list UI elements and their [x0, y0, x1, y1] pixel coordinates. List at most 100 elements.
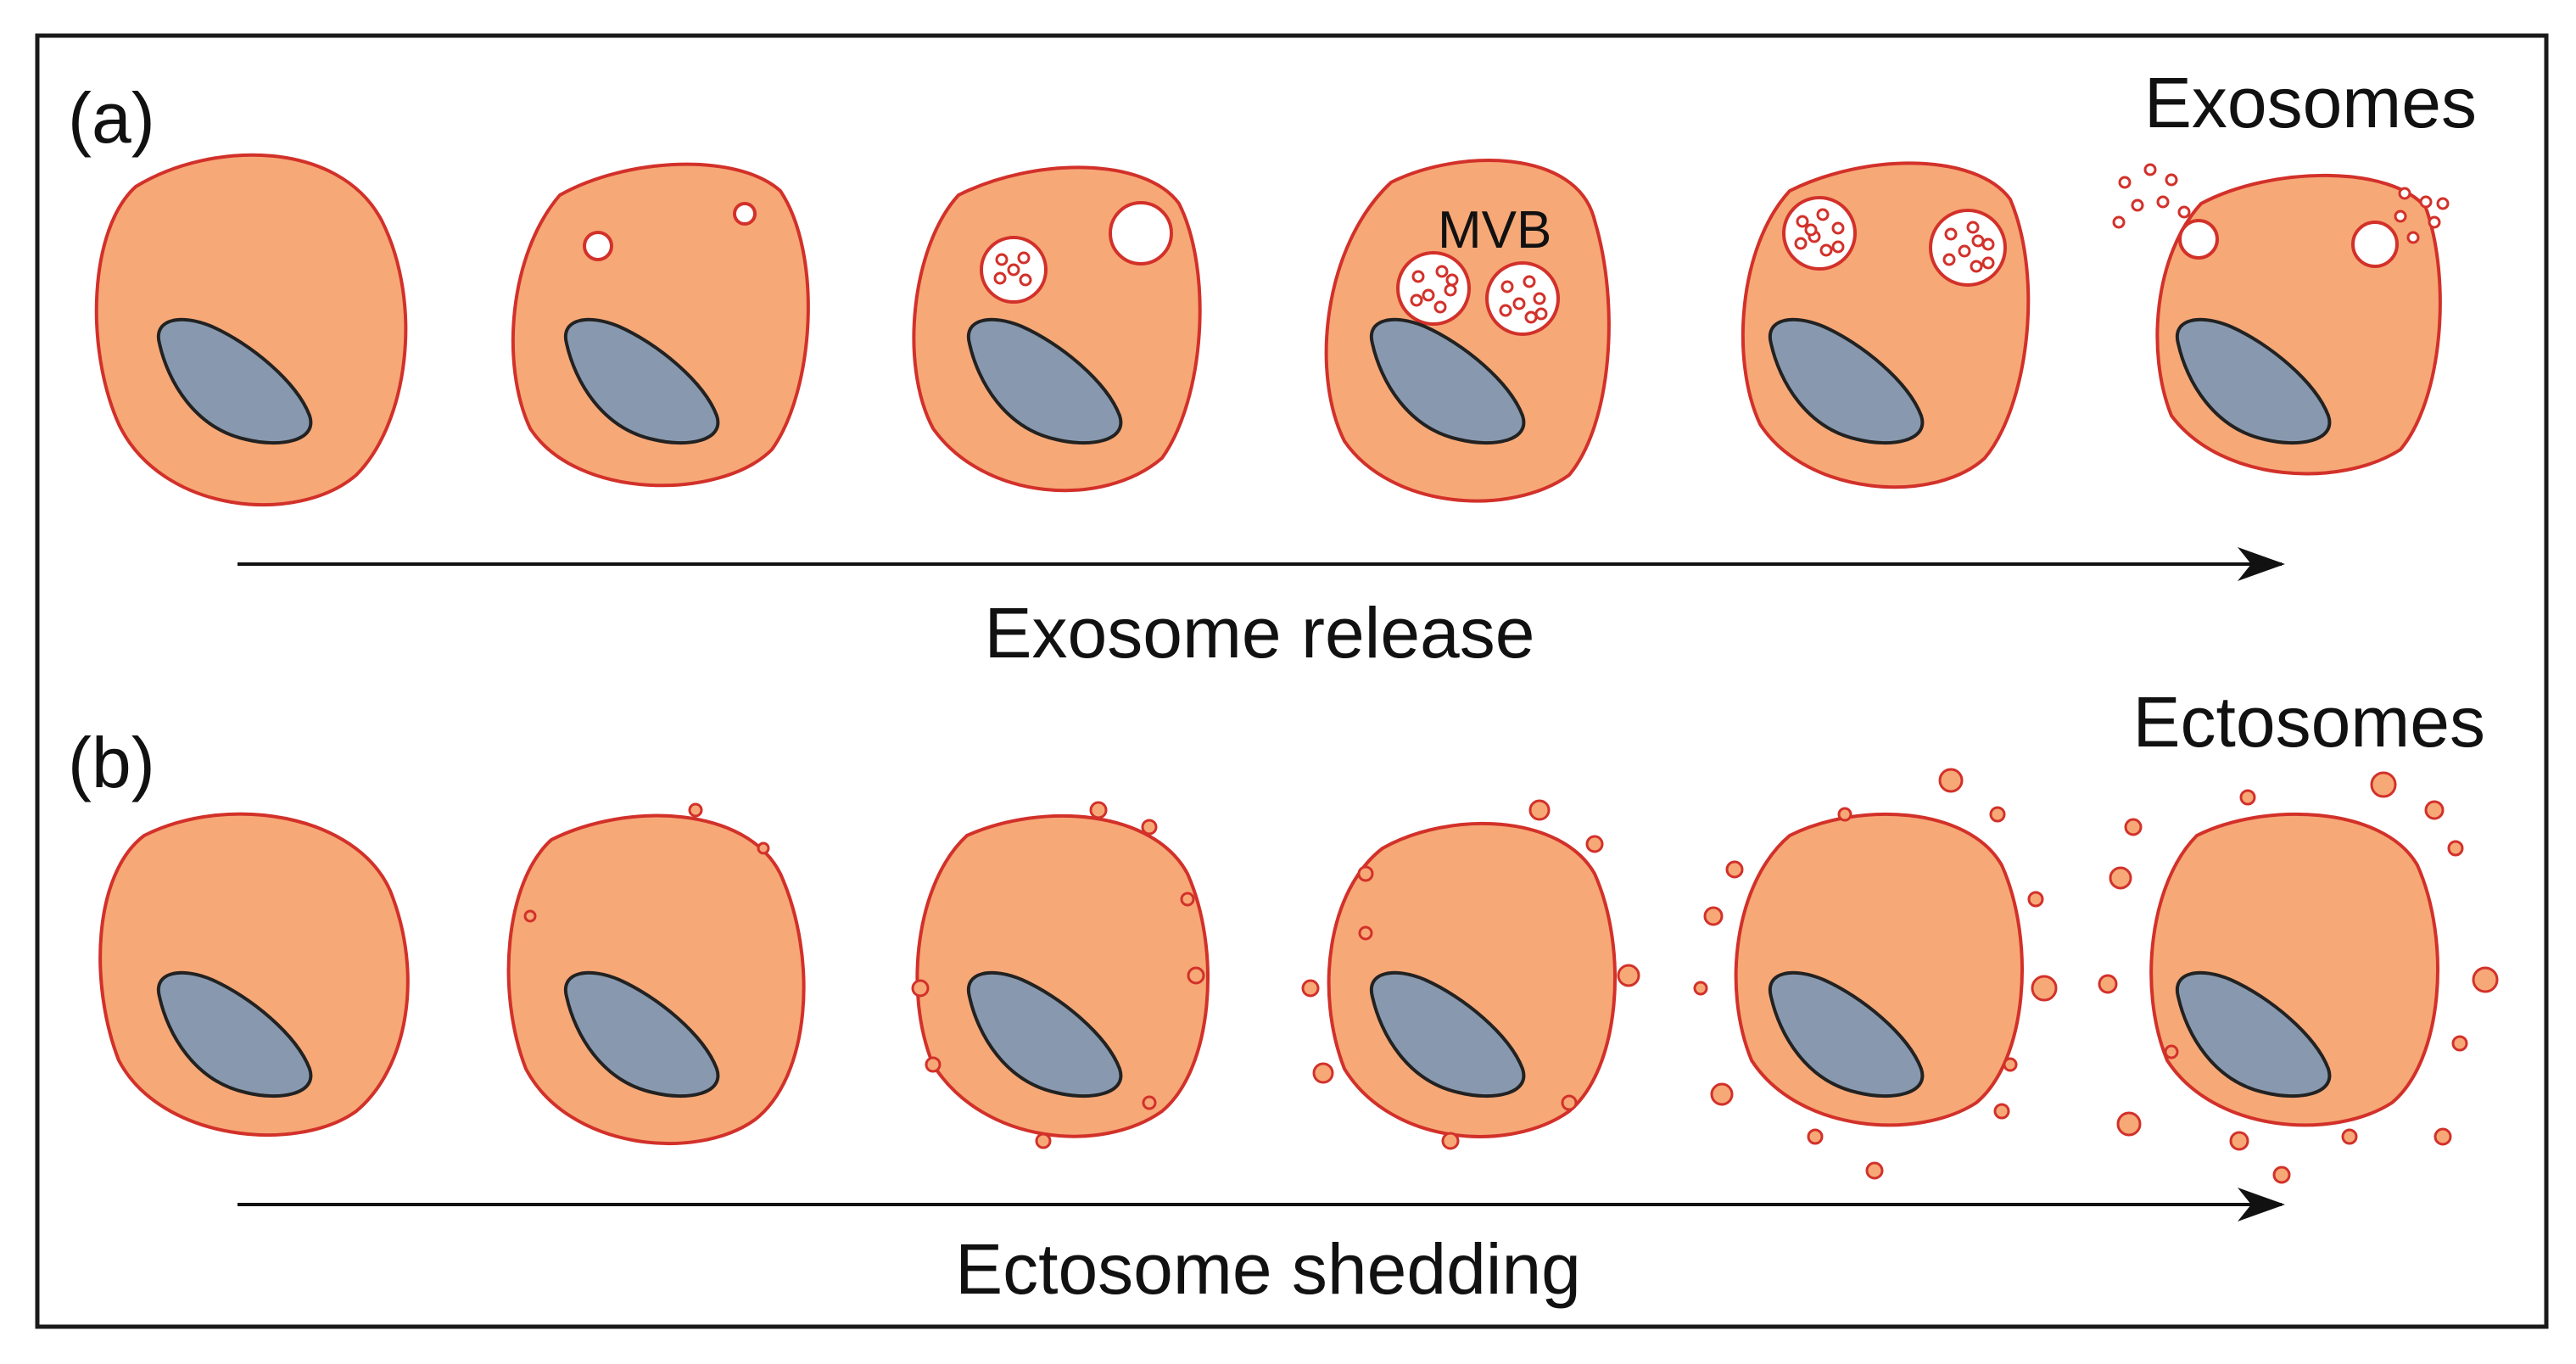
cell-membrane — [98, 812, 410, 1138]
nucleus — [156, 317, 313, 445]
nucleus — [1768, 970, 1925, 1098]
exosome — [2177, 205, 2191, 219]
ectosome — [1528, 799, 1551, 821]
ectosome — [2370, 771, 2397, 798]
intraluminal-vesicle — [1422, 288, 1435, 302]
intraluminal-vesicle — [1499, 304, 1512, 317]
ectosome — [2447, 840, 2464, 857]
released-exosomes — [2112, 163, 2450, 244]
ectosome — [2098, 974, 2118, 994]
nucleus — [563, 317, 720, 445]
mvb-fusing-with-membrane — [2351, 221, 2399, 268]
exosome — [2118, 176, 2132, 189]
ectosome — [2116, 1111, 2142, 1137]
ectosome — [1993, 1103, 2010, 1120]
cell-a4: MVB — [1324, 159, 1611, 503]
intraluminal-vesicle — [1433, 300, 1447, 314]
nucleus — [1768, 317, 1925, 445]
intraluminal-vesicle — [1804, 223, 1818, 237]
ectosome-shedding-label: Ectosome shedding — [955, 1229, 1581, 1309]
ectosome — [2124, 818, 2143, 836]
nucleus — [1369, 317, 1526, 445]
ectosome — [1312, 1062, 1334, 1084]
intraluminal-vesicle — [1524, 310, 1538, 324]
intraluminal-vesicle — [1533, 292, 1546, 305]
cell-a5 — [1741, 161, 2031, 489]
ectosome — [2109, 866, 2132, 890]
ectosome — [1358, 925, 1373, 941]
ectosome — [1989, 806, 2006, 823]
intraluminal-vesicle — [1831, 221, 1845, 235]
exosome — [2112, 215, 2126, 229]
cell-membrane — [506, 813, 806, 1146]
endocytic-invagination — [583, 231, 613, 261]
cell-membrane — [1324, 159, 1611, 503]
exosome — [2406, 231, 2420, 244]
cell-a2 — [511, 162, 810, 488]
intraluminal-vesicles — [993, 208, 1995, 324]
ectosome — [1357, 865, 1374, 882]
ectosome — [2031, 975, 2058, 1002]
exosome — [2165, 173, 2178, 187]
ectosome — [925, 1056, 942, 1073]
ectosome — [2003, 1057, 2018, 1072]
intraluminal-vesicle — [1411, 270, 1425, 283]
intraluminal-vesicle — [1512, 297, 1526, 310]
cell-a1 — [94, 153, 408, 507]
intraluminal-vesicle — [1796, 215, 1809, 228]
ectosome — [1693, 981, 1708, 996]
intraluminal-vesicle — [1831, 240, 1845, 254]
intraluminal-vesicle — [1966, 221, 1980, 234]
ectosome — [1141, 819, 1158, 836]
ectosome — [1142, 1095, 1157, 1110]
mvb-label: MVB — [1438, 201, 1551, 260]
nucleus — [563, 970, 720, 1098]
ectosome — [757, 841, 770, 855]
ectosome — [1710, 1082, 1734, 1106]
ectosome — [2229, 1131, 2249, 1151]
ectosome — [2272, 1166, 2291, 1184]
ectosome — [1807, 1128, 1824, 1145]
exosome — [2143, 163, 2157, 176]
panel-b-label: (b) — [68, 723, 155, 802]
panel-a-label: (a) — [68, 78, 155, 158]
intraluminal-vesicle — [1958, 244, 1971, 258]
nucleus — [2175, 970, 2332, 1098]
early-endosome — [1109, 201, 1173, 266]
ectosome — [1561, 1094, 1578, 1111]
exosome — [2428, 215, 2441, 229]
ectosome — [1035, 1132, 1052, 1149]
intraluminal-vesicle — [1981, 256, 1995, 270]
exosome-release-label: Exosome release — [985, 593, 1535, 673]
cell-membrane — [1327, 821, 1617, 1138]
exosome — [2419, 195, 2433, 209]
intraluminal-vesicle — [1981, 238, 1995, 251]
ectosome — [688, 802, 703, 818]
exosome — [2436, 197, 2450, 210]
intraluminal-vesicle — [1017, 251, 1031, 265]
cell-b2 — [506, 813, 806, 1146]
intraluminal-vesicle — [1445, 273, 1459, 287]
ectosome — [1187, 966, 1205, 985]
ectosome-buds — [523, 768, 2499, 1184]
exosome — [2398, 187, 2411, 200]
intraluminal-vesicle — [1500, 280, 1514, 293]
intraluminal-vesicle — [1007, 263, 1020, 277]
mvb-fusing-with-membrane — [2178, 219, 2219, 260]
ectosome — [1865, 1161, 1884, 1180]
ectosomes-title: Ectosomes — [2133, 682, 2486, 762]
ectosome — [2027, 891, 2044, 908]
cell-b5 — [1734, 812, 2024, 1127]
nucleus — [966, 317, 1123, 445]
intraluminal-vesicle — [995, 253, 1009, 266]
intraluminal-vesicle — [993, 271, 1007, 285]
nucleus — [2175, 317, 2332, 445]
intraluminal-vesicle — [1523, 275, 1536, 288]
intraluminal-vesicle — [1970, 260, 1983, 273]
panel-a: (a) Exosomes MVB — [68, 63, 2477, 673]
intraluminal-vesicle — [1019, 273, 1032, 287]
ectosome — [1180, 892, 1195, 907]
intraluminal-vesicle — [1944, 227, 1958, 241]
exosome — [2156, 195, 2170, 209]
